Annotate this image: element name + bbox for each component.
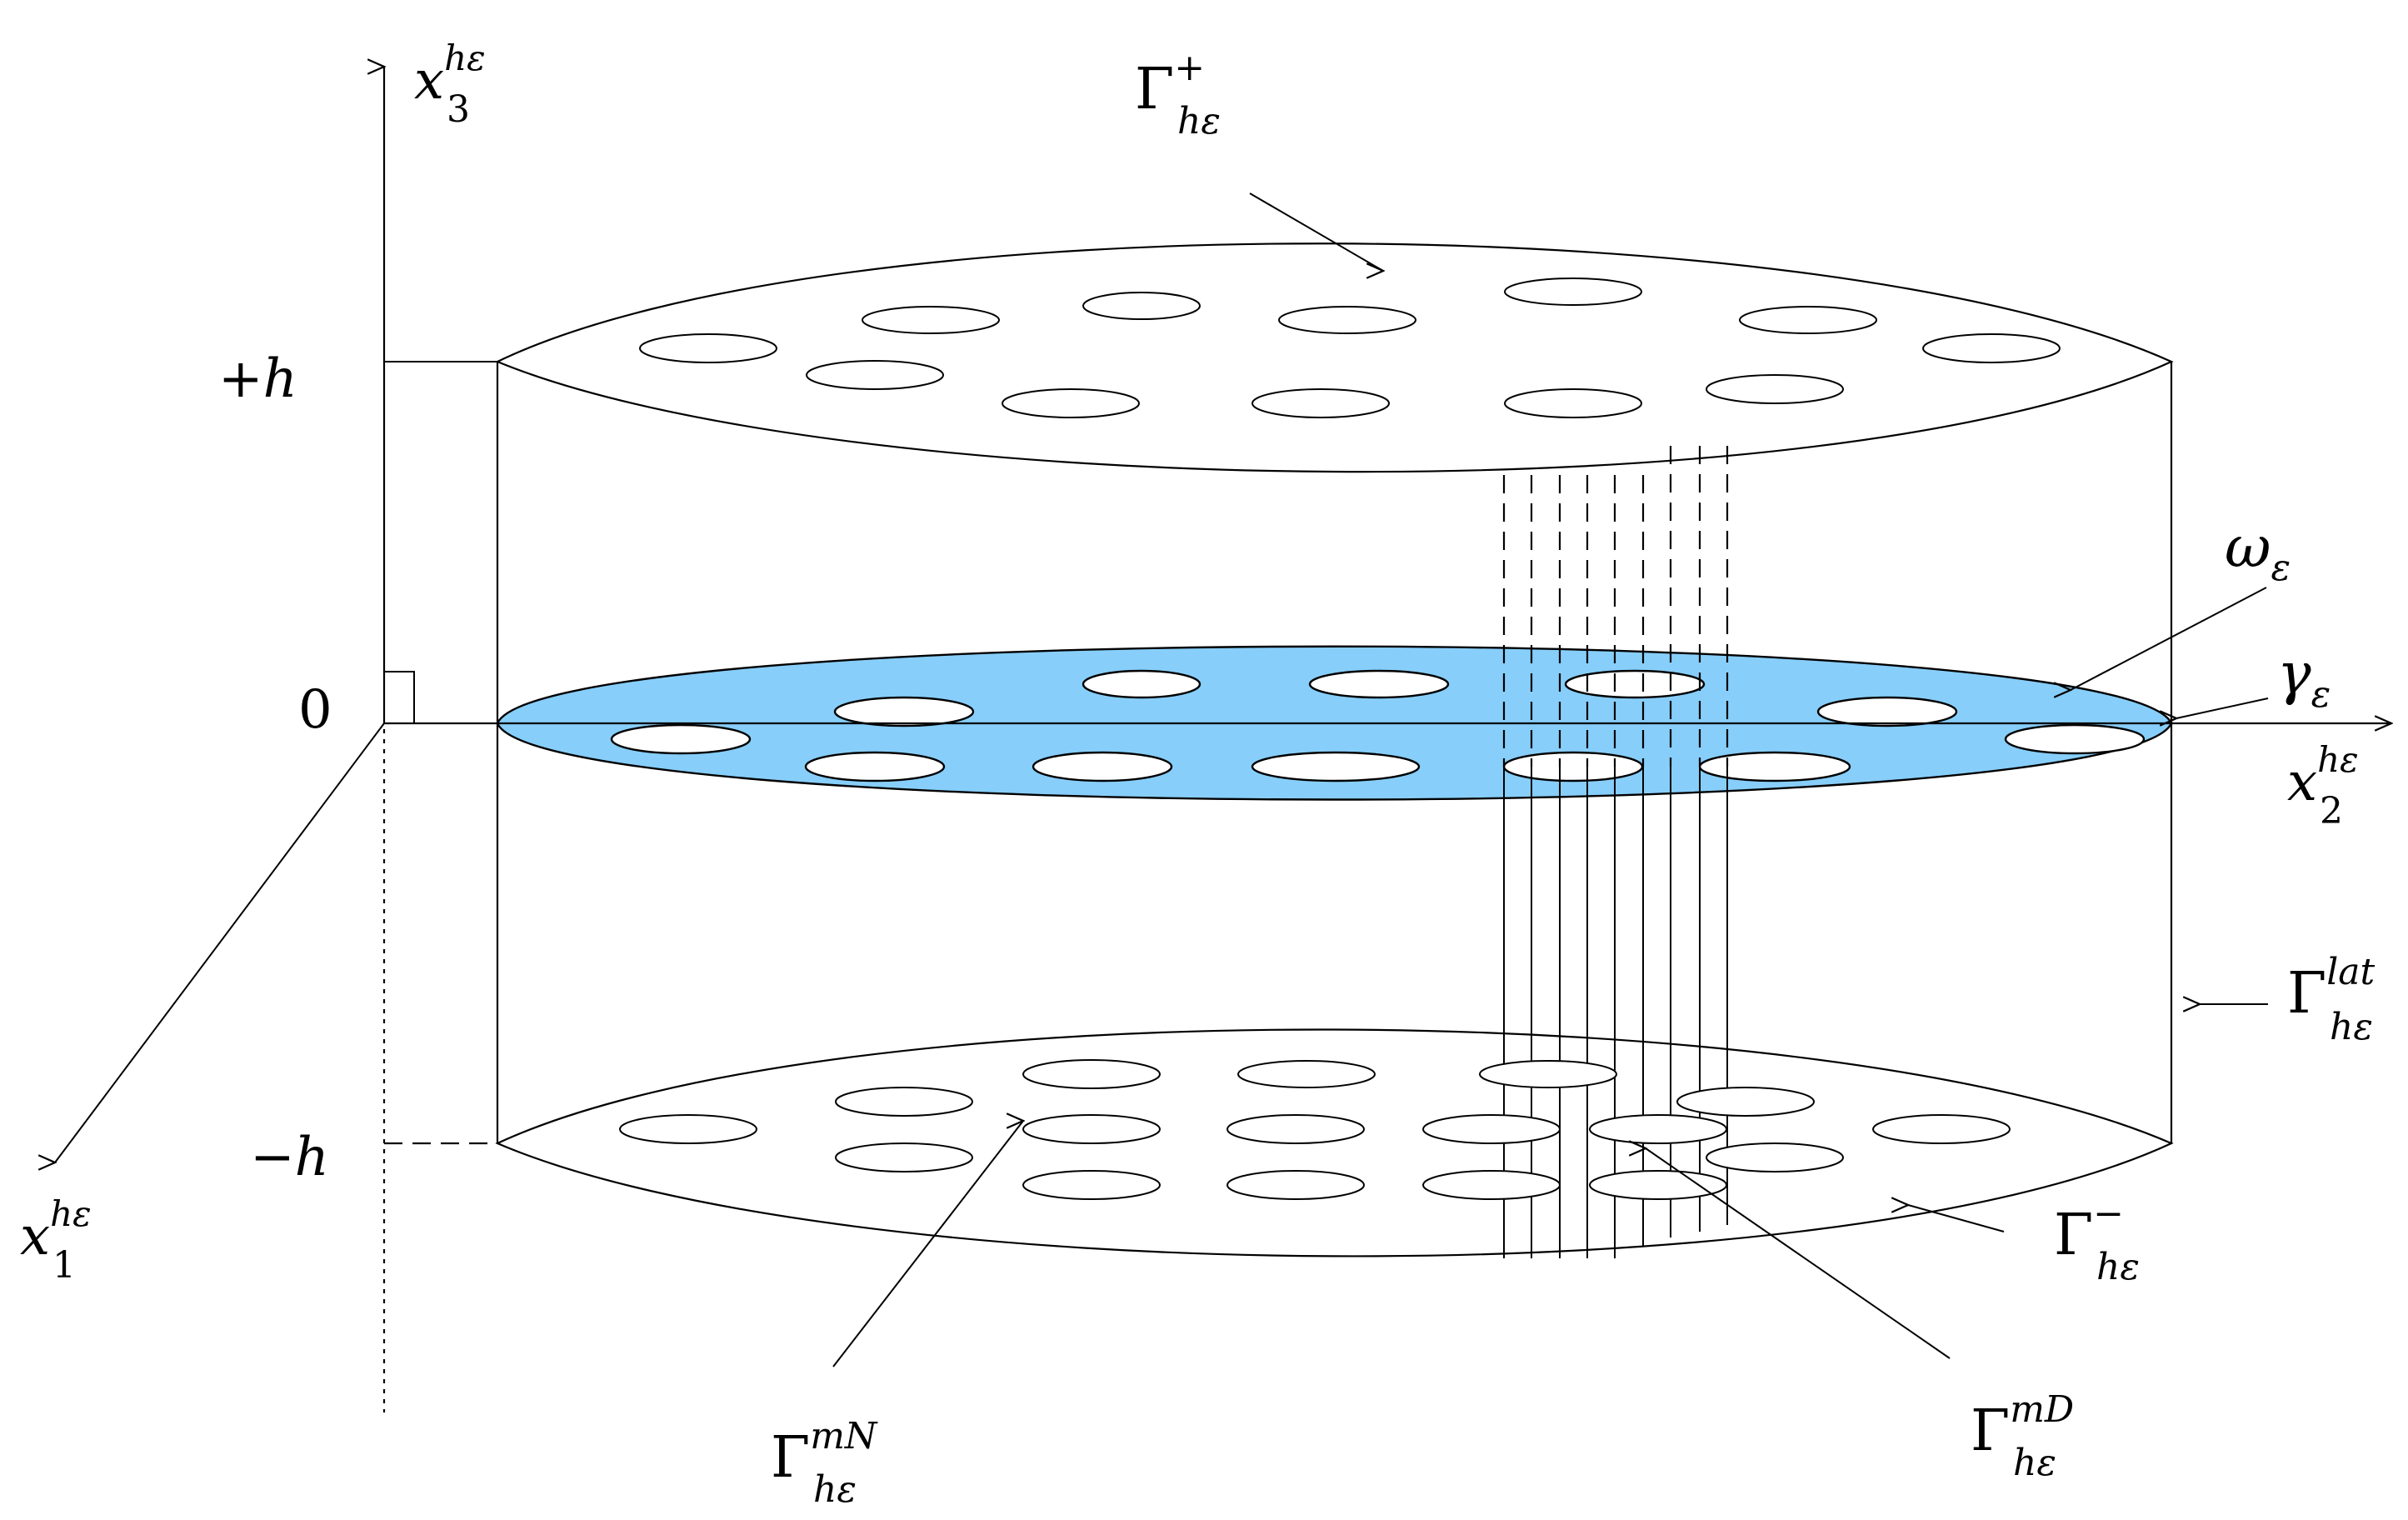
top-hole xyxy=(806,360,944,390)
bottom-surface-outline xyxy=(495,1028,2174,1258)
bottom-hole xyxy=(835,1087,973,1117)
midplane-hole xyxy=(1698,751,1851,782)
bottom-surface xyxy=(495,1028,2174,1258)
top-hole xyxy=(1706,374,1844,404)
bottom-hole xyxy=(1706,1142,1844,1172)
bottom-hole xyxy=(1872,1114,2011,1144)
zero-label: 0 xyxy=(298,679,332,741)
gamma-mD-arrow xyxy=(1646,1148,1951,1359)
bottom-hole xyxy=(835,1142,973,1172)
top-hole xyxy=(1504,278,1642,306)
bottom-hole xyxy=(1589,1170,1727,1200)
midplane-holes xyxy=(610,669,2146,782)
top-surface xyxy=(495,242,2174,473)
top-hole xyxy=(639,333,777,363)
bottom-hole xyxy=(1226,1170,1365,1200)
midplane-hole xyxy=(1032,751,1173,782)
midplane-hole xyxy=(610,723,752,755)
midplane-hole xyxy=(1502,751,1644,782)
omega-eps-label: ωε xyxy=(2225,515,2291,589)
top-hole xyxy=(862,306,1000,334)
top-hole xyxy=(1002,388,1140,418)
midplane-hole xyxy=(804,751,946,782)
bottom-hole xyxy=(1676,1087,1815,1117)
bottom-hole xyxy=(1226,1114,1365,1144)
axes xyxy=(55,67,2391,1412)
top-hole xyxy=(1082,292,1201,320)
top-hole xyxy=(1278,306,1416,334)
gamma-mN-arrow xyxy=(832,1121,1023,1368)
midplane-hole xyxy=(1251,751,1421,782)
bottom-hole xyxy=(1422,1170,1561,1200)
midplane-hole xyxy=(1082,669,1202,699)
plus-h-label: +h xyxy=(218,348,297,410)
dirichlet-dashed-upper xyxy=(1502,446,1729,767)
top-hole xyxy=(1251,388,1390,418)
right-angle-mark xyxy=(384,671,415,723)
label-arrows xyxy=(832,192,2269,1368)
omega-arrow xyxy=(2071,587,2267,690)
midplane-hole xyxy=(833,696,975,728)
gamma-minus-label: Γ−hε xyxy=(2054,1192,2140,1288)
minus-h-label: −h xyxy=(250,1127,329,1188)
midplane-hole xyxy=(1564,669,1706,699)
bottom-holes xyxy=(619,1059,2011,1200)
top-hole xyxy=(1922,333,2061,363)
gamma-plus-label: Γ+hε xyxy=(1135,47,1221,142)
bottom-hole xyxy=(1589,1114,1727,1144)
midplane-hole xyxy=(2004,723,2146,755)
top-hole xyxy=(1739,306,1877,334)
bottom-hole xyxy=(1237,1060,1376,1088)
gamma-minus-arrow xyxy=(1908,1205,2005,1232)
top-holes xyxy=(639,278,2061,418)
x1-axis xyxy=(55,722,385,1162)
bottom-hole xyxy=(1479,1060,1617,1088)
gamma-eps-label: γε xyxy=(2277,642,2331,716)
bottom-hole xyxy=(1022,1170,1161,1200)
midplane-hole xyxy=(1816,696,1958,728)
bottom-hole xyxy=(619,1114,757,1144)
bottom-hole xyxy=(1022,1114,1161,1144)
gamma-plus-arrow xyxy=(1249,192,1383,271)
top-hole xyxy=(1504,388,1642,418)
midplane-hole xyxy=(1308,669,1450,699)
gamma-eps-arrow xyxy=(2176,698,2269,718)
bottom-hole xyxy=(1022,1059,1161,1089)
bottom-hole xyxy=(1422,1114,1561,1144)
lateral-boundary xyxy=(496,362,2173,1143)
top-surface-outline xyxy=(495,242,2174,473)
